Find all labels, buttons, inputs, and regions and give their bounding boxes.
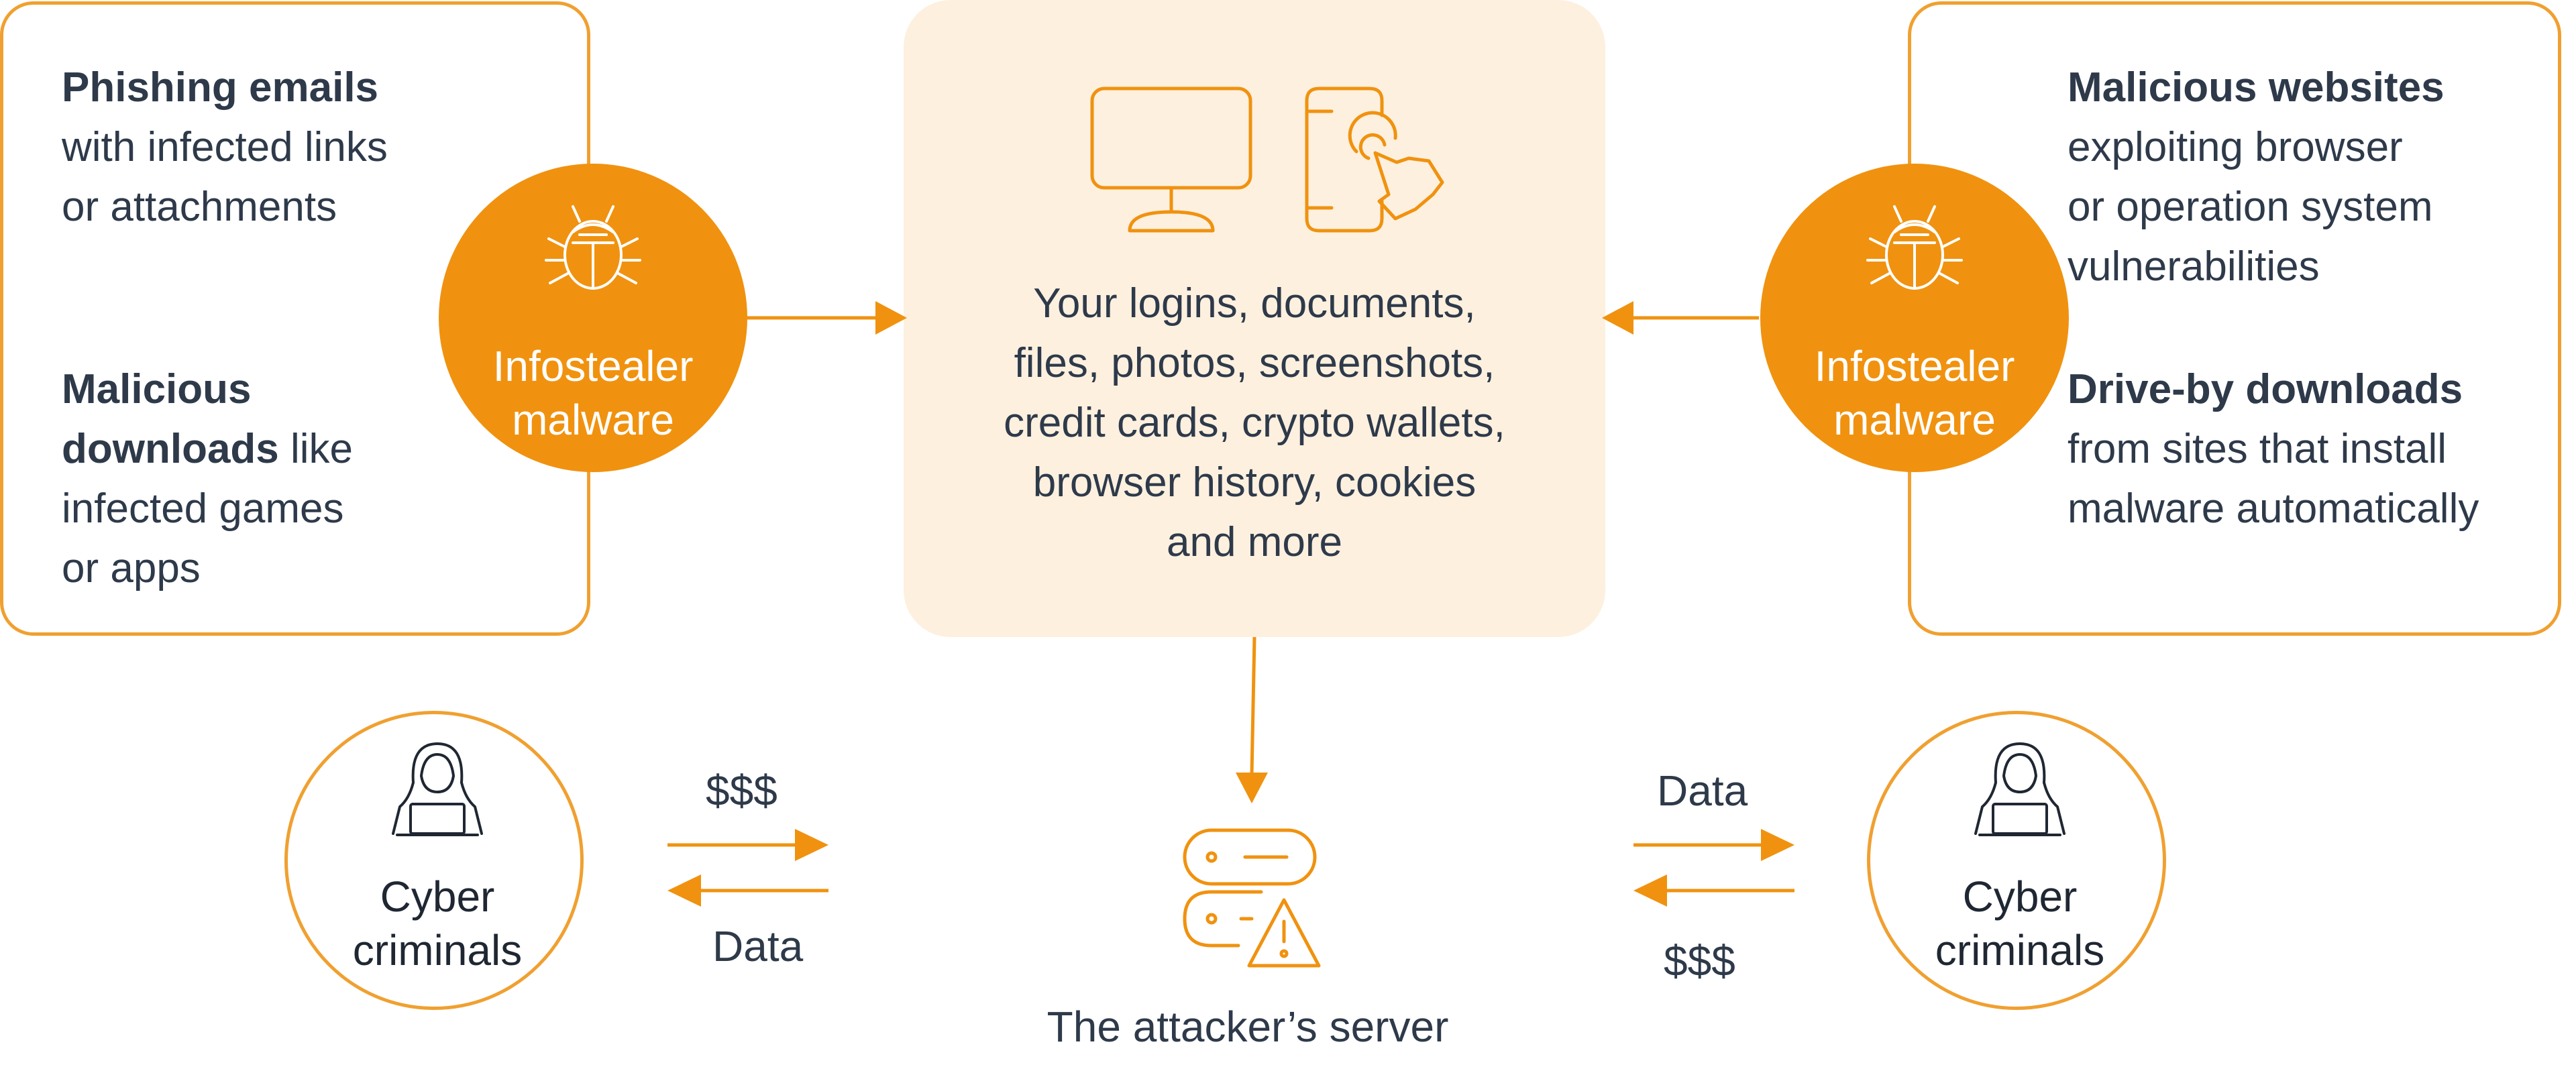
drive-by-line-2: from sites that install xyxy=(2068,426,2447,472)
stolen-data-line-3: credit cards, crypto wallets, xyxy=(1004,400,1505,446)
malicious-downloads-line-3: infected games xyxy=(62,486,344,532)
phishing-line-3: or attachments xyxy=(62,184,337,230)
center-to-server-line xyxy=(1250,636,1256,775)
criminals-right-line-2: criminals xyxy=(1935,926,2105,974)
cyber-criminals-right: Cyber criminals xyxy=(1867,711,2166,1010)
drive-by-downloads-text: Drive-by downloads from sites that insta… xyxy=(2068,359,2479,538)
server-warning-icon xyxy=(1183,828,1321,968)
criminals-left-line-1: Cyber xyxy=(380,872,495,921)
stolen-data-line-1: Your logins, documents, xyxy=(1033,280,1476,327)
hacker-laptop-icon xyxy=(392,742,483,836)
malicious-downloads-heading-1: Malicious xyxy=(62,366,252,412)
bug-icon xyxy=(1866,205,1963,290)
tablet-touch-icon xyxy=(1305,87,1444,233)
right-data-label: Data xyxy=(1657,767,1748,815)
left-money-label: $$$ xyxy=(706,767,777,815)
malicious-websites-line-4: vulnerabilities xyxy=(2068,243,2320,290)
arrowhead-left-dollar xyxy=(795,829,828,861)
bug-icon xyxy=(545,205,641,290)
phishing-emails-heading: Phishing emails xyxy=(62,64,379,111)
malicious-downloads-text: Malicious downloads like infected games … xyxy=(62,359,353,598)
arrowhead-into-server xyxy=(1236,773,1268,803)
infostealer-label-right: Infostealer malware xyxy=(1760,339,2069,447)
criminals-left-line-2: criminals xyxy=(352,926,523,974)
stolen-data-text: Your logins, documents, files, photos, s… xyxy=(904,274,1605,572)
malicious-downloads-heading-2: downloads xyxy=(62,426,279,472)
cyber-criminals-left: Cyber criminals xyxy=(284,711,584,1010)
stolen-data-line-5: and more xyxy=(1167,519,1342,565)
malicious-websites-text: Malicious websites exploiting browser or… xyxy=(2068,58,2445,296)
right-money-label: $$$ xyxy=(1664,937,1735,985)
malicious-downloads-like: like xyxy=(278,426,354,472)
cyber-criminals-right-label: Cyber criminals xyxy=(1870,870,2169,977)
attacker-server-label: The attacker’s server xyxy=(1046,1003,1449,1051)
infostealer-right-line-2: malware xyxy=(1833,396,1996,444)
phishing-line-2: with infected links xyxy=(62,124,388,170)
infostealer-badge-left: Infostealer malware xyxy=(439,164,747,472)
malicious-downloads-line-4: or apps xyxy=(62,545,201,591)
stolen-data-box xyxy=(904,0,1605,637)
drive-by-downloads-heading: Drive-by downloads xyxy=(2068,366,2463,412)
arrowhead-into-center-right xyxy=(1602,301,1633,335)
drive-by-line-3: malware automatically xyxy=(2068,486,2479,532)
infostealer-badge-right: Infostealer malware xyxy=(1760,164,2069,472)
stolen-data-line-4: browser history, cookies xyxy=(1032,459,1477,506)
left-data-label: Data xyxy=(712,922,804,970)
infostealer-label-left: Infostealer malware xyxy=(439,339,747,447)
cyber-criminals-left-label: Cyber criminals xyxy=(288,870,587,977)
arrowhead-left-data xyxy=(667,874,701,907)
arrowhead-right-dollar xyxy=(1633,874,1667,907)
arrowhead-right-data xyxy=(1761,829,1794,861)
hacker-laptop-icon xyxy=(1974,742,2065,836)
stolen-data-line-2: files, photos, screenshots, xyxy=(1014,340,1495,386)
phishing-emails-text: Phishing emails with infected links or a… xyxy=(62,58,388,237)
infostealer-left-line-1: Infostealer xyxy=(492,342,694,390)
criminals-right-line-1: Cyber xyxy=(1962,872,2078,921)
monitor-icon xyxy=(1090,87,1252,233)
infostealer-left-line-2: malware xyxy=(512,396,674,444)
malicious-websites-line-2: exploiting browser xyxy=(2068,124,2403,170)
arrowhead-into-center-left xyxy=(875,301,907,335)
malicious-websites-heading: Malicious websites xyxy=(2068,64,2445,111)
infostealer-right-line-1: Infostealer xyxy=(1814,342,2015,390)
malicious-websites-line-3: or operation system xyxy=(2068,184,2433,230)
